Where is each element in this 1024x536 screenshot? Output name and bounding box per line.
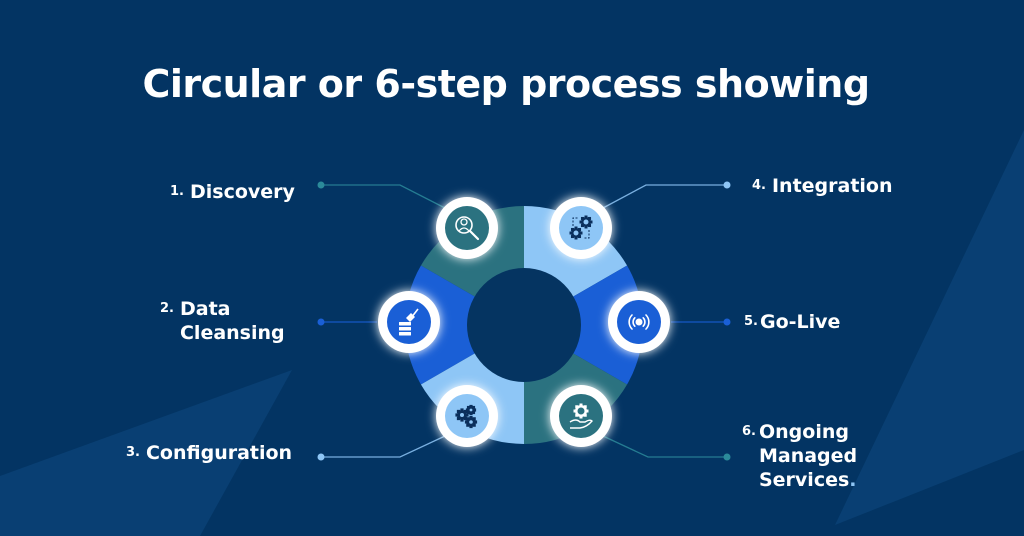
step-node [436,197,498,259]
background-shape-left [0,370,292,536]
step-node [550,197,612,259]
node-icon-background [445,206,489,250]
step-node [550,385,612,447]
step-nodes [378,197,670,447]
connector-line [321,184,446,209]
step-number: 5. [744,314,758,329]
step-label-discovery: 1. Discovery [170,180,295,204]
connector-line [321,435,446,458]
connector-dot [723,181,731,189]
step-text: Discovery [189,181,295,203]
broadcast-icon [628,314,650,330]
connector-dot [723,453,731,461]
connector-lines [317,181,731,461]
step-text: Go-Live [759,311,841,333]
connector-dot [317,318,325,326]
step-label-configuration: 3. Configuration [126,441,292,465]
step-text: Data Cleansing [179,298,285,344]
connector-dot [723,318,731,326]
connector-dot [317,181,325,189]
step-text: Ongoing Managed Services [758,421,858,491]
step-text-suffix: . [849,469,857,491]
step-label-go-live: 5. Go-Live [744,310,840,334]
gears-icon [455,404,478,429]
step-number: 1. [170,184,184,199]
connector-line [602,184,727,209]
step-number: 2. [160,301,174,316]
connector-line [602,435,727,458]
step-text: Configuration [145,442,293,464]
step-label-ongoing-managed-services: 6. Ongoing Managed Services. [742,420,857,492]
page-title: Circular or 6-step process showing [142,62,870,106]
step-number: 3. [126,445,140,460]
gears-sync-icon [569,215,593,240]
step-node [378,291,440,353]
step-number: 4. [752,178,766,193]
database-broom-icon [399,308,419,336]
step-node [608,291,670,353]
step-node [436,385,498,447]
step-label-data-cleansing: 2. Data Cleansing [160,297,285,345]
step-label-integration: 4. Integration [752,174,893,198]
connector-dot [317,453,325,461]
step-text: Integration [771,175,893,197]
step-number: 6. [742,424,756,439]
hand-gear-icon [569,403,593,429]
user-search-icon [455,216,480,241]
background-shape-right [835,130,1024,525]
ring-center [467,268,581,382]
